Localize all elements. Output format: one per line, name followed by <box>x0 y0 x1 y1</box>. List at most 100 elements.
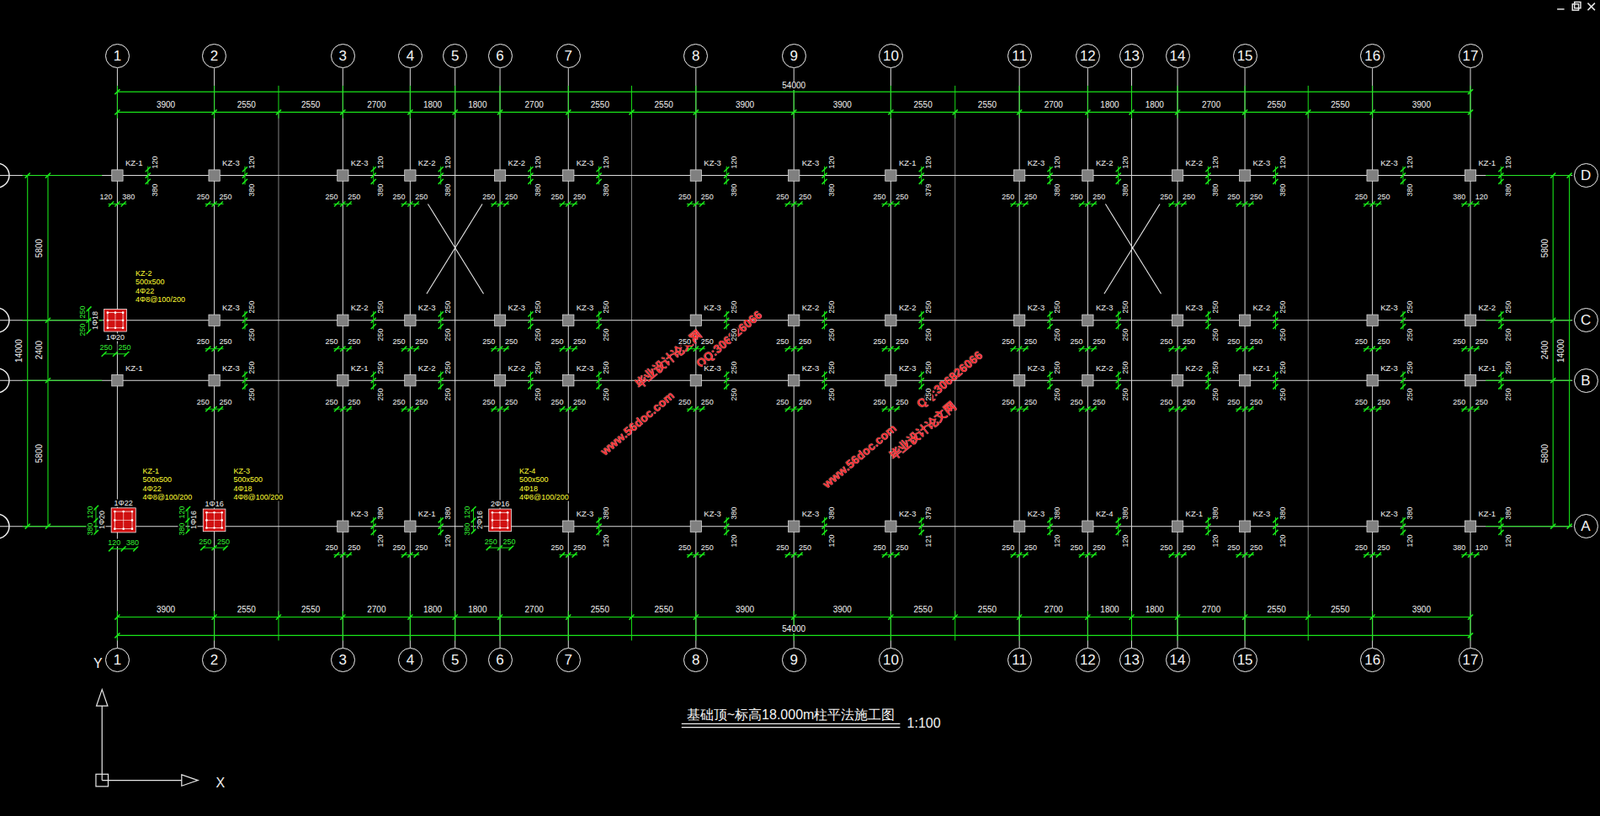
dimension-tick <box>1473 406 1479 412</box>
dim-value: 3900 <box>734 605 755 615</box>
column-dim: 250 <box>729 388 738 403</box>
dimension-tick <box>1047 318 1053 324</box>
axis-bubble <box>0 368 10 394</box>
dimension-tick <box>1363 552 1369 559</box>
axis-bubble: B <box>1573 368 1599 394</box>
dimension-tick <box>1047 372 1053 378</box>
column-dim: 250 <box>872 338 888 346</box>
dimension-tick <box>1116 524 1122 530</box>
dimension-tick <box>205 201 211 207</box>
dimension-tick <box>1498 377 1504 383</box>
rebar-dot <box>114 326 117 330</box>
dimension-tick <box>1550 318 1556 324</box>
dimension-tick <box>1016 406 1022 412</box>
column-dim: 250 <box>1211 388 1219 403</box>
dimension-tick <box>1467 615 1473 621</box>
dimension-tick <box>919 166 925 172</box>
dim-value: 2550 <box>977 605 998 615</box>
row-dim: 5800 <box>1541 238 1550 259</box>
dimension-tick <box>1084 109 1090 115</box>
column-dim: 380 <box>1278 505 1287 521</box>
column-section <box>337 375 349 387</box>
dimension-tick <box>723 530 729 536</box>
detail-spec: 4Φ8@100/200 <box>518 494 570 502</box>
column-dim: 250 <box>828 299 836 314</box>
column-dim: 250 <box>700 544 715 553</box>
column-dim: 250 <box>894 338 909 346</box>
column-dim: 250 <box>797 193 813 202</box>
dimension-tick <box>340 615 346 621</box>
dimension-tick <box>1550 173 1556 179</box>
dimension-tick <box>145 166 151 172</box>
dimension-tick <box>1272 372 1278 378</box>
dimension-tick <box>1498 318 1504 324</box>
dimension-tick <box>1010 201 1016 207</box>
dimension-tick <box>1305 615 1311 621</box>
dimension-tick <box>1047 384 1053 390</box>
dimension-tick <box>371 166 377 172</box>
axis-bubble: 9 <box>781 43 807 69</box>
dimension-tick <box>1205 318 1211 324</box>
column-dim: 250 <box>248 388 256 403</box>
column-mark: KZ-3 <box>221 159 241 168</box>
dimension-tick <box>1047 166 1053 172</box>
dimension-tick <box>340 346 346 352</box>
dimension-tick <box>596 179 602 185</box>
column-dim: 250 <box>1474 338 1489 346</box>
column-dim: 250 <box>533 327 542 342</box>
column-dim: 250 <box>1091 398 1106 406</box>
dimension-tick <box>919 384 925 390</box>
dimension-tick <box>414 552 420 559</box>
dimension-tick <box>217 346 224 352</box>
column-section <box>788 520 800 532</box>
dimension-tick <box>791 615 797 621</box>
dim-value: 1800 <box>467 605 488 615</box>
axis-number: 2 <box>210 653 218 668</box>
column-dim: 250 <box>1000 544 1016 553</box>
column-mark: KZ-3 <box>221 303 241 313</box>
column-dim: 250 <box>1354 398 1369 406</box>
column-dim: 250 <box>549 398 564 406</box>
axis-bubble: 17 <box>1458 648 1484 673</box>
dimension-tick <box>212 109 218 115</box>
dimension-tick <box>822 324 828 330</box>
axis-number: 16 <box>1364 653 1381 668</box>
dimension-tick <box>401 406 407 412</box>
column-dim: 380 <box>121 193 136 202</box>
dimension-tick <box>1236 346 1242 352</box>
column-dim: 250 <box>828 360 836 375</box>
detail-spec: 4Φ22 <box>134 287 155 295</box>
rebar-dot <box>122 311 125 314</box>
column-dim: 250 <box>1376 193 1391 202</box>
axis-bubble: 2 <box>201 43 227 69</box>
rebar-dot <box>212 511 216 515</box>
column-dim: 250 <box>775 398 790 406</box>
column-dim: 250 <box>1053 299 1062 314</box>
dimension-tick <box>596 324 602 330</box>
dimension-tick <box>1047 173 1053 179</box>
dimension-tick <box>205 346 211 352</box>
dim-value: 2700 <box>366 100 387 110</box>
dimension-tick <box>919 173 925 179</box>
dimension-tick <box>1242 201 1248 207</box>
axis-line <box>1131 68 1133 649</box>
column-dim: 250 <box>924 360 933 375</box>
detail-dim: 250 <box>483 537 499 546</box>
rebar-dot <box>106 318 110 322</box>
dimension-tick <box>565 552 571 559</box>
dimension-tick <box>1376 552 1382 559</box>
axis-number: C <box>1580 313 1591 328</box>
column-dim: 120 <box>602 154 611 170</box>
dimension-tick <box>1498 384 1504 390</box>
column-dim: 250 <box>797 338 813 346</box>
extension-line <box>213 611 215 641</box>
column-dim: 250 <box>346 398 362 406</box>
column-mark: KZ-2 <box>417 364 437 373</box>
axis-bubble: 12 <box>1075 43 1101 69</box>
rebar-dot <box>499 511 502 515</box>
column-dim: 250 <box>700 193 715 202</box>
stirrup <box>114 511 133 530</box>
rebar-dot <box>220 519 224 522</box>
column-section <box>563 170 575 181</box>
